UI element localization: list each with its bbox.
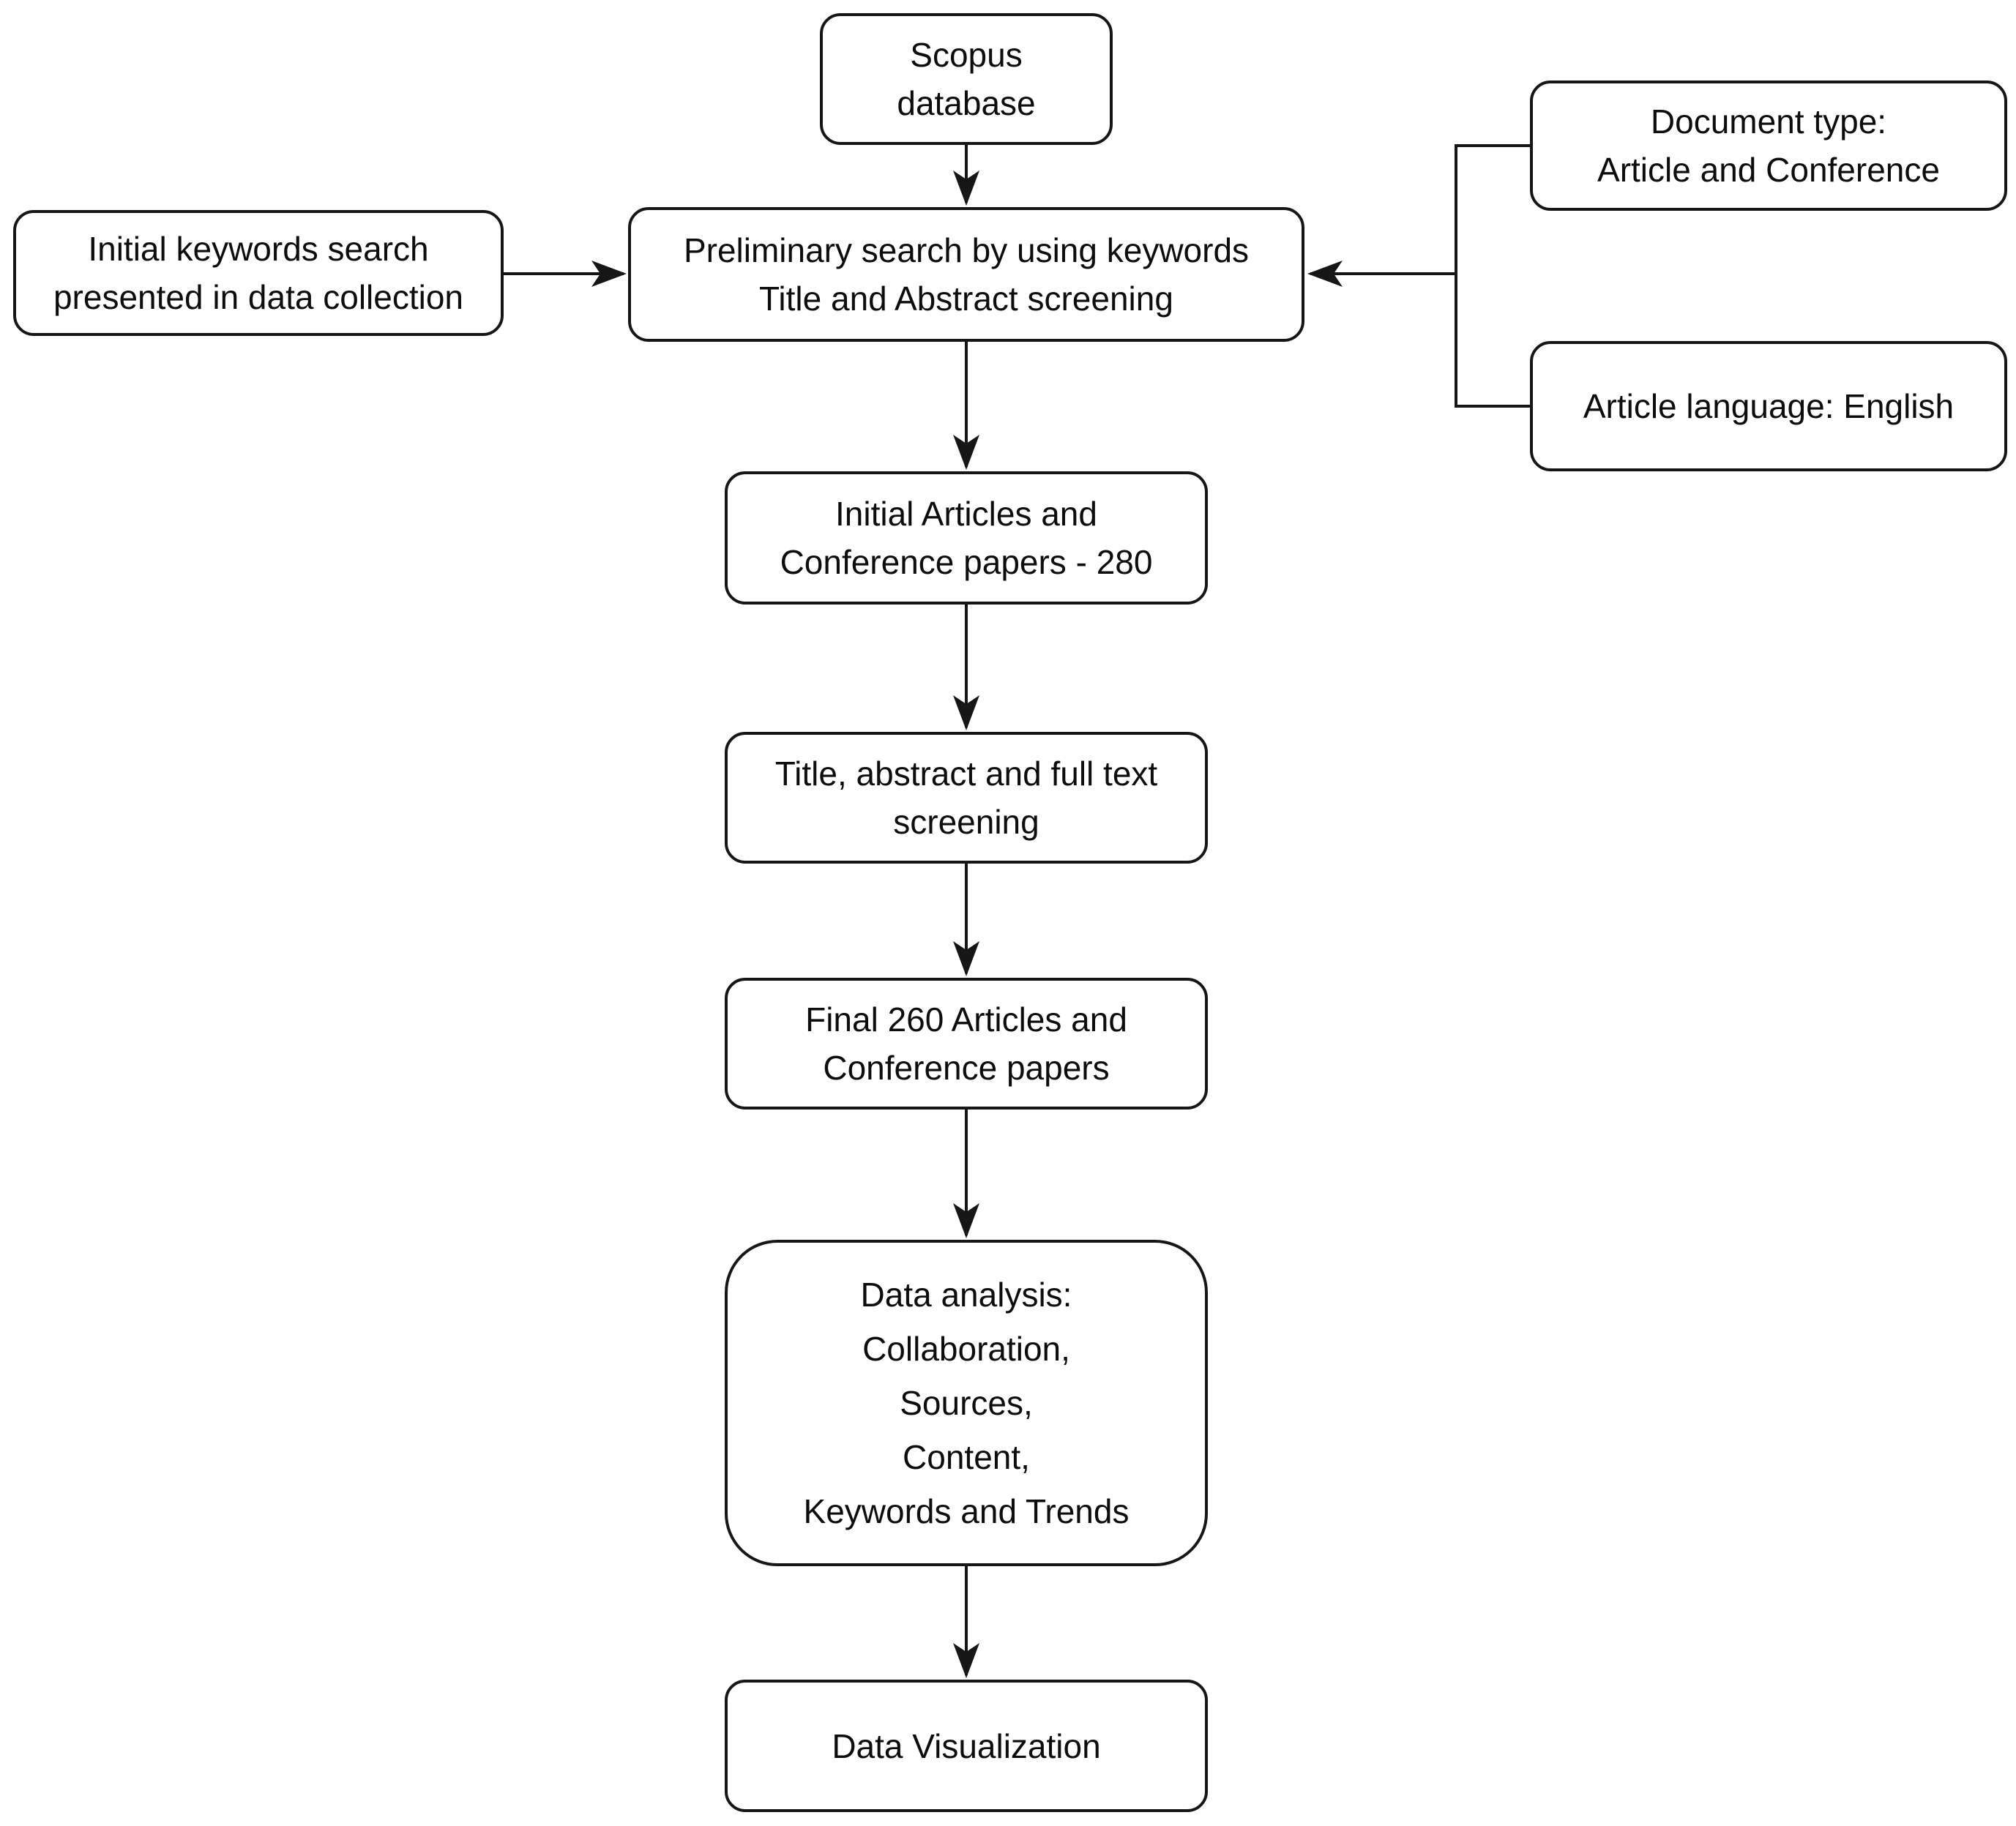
- node-fulltext-screening: Title, abstract and full text screening: [725, 732, 1208, 864]
- node-preliminary-search: Preliminary search by using keywords Tit…: [628, 207, 1304, 342]
- node-fulltext-screening-label: Title, abstract and full text screening: [774, 755, 1158, 841]
- node-initial-articles-count-label: Initial Articles and Conference papers -…: [780, 495, 1153, 581]
- node-document-type-filter-label: Document type: Article and Conference: [1597, 102, 1940, 189]
- node-final-articles-count: Final 260 Articles and Conference papers: [725, 978, 1208, 1110]
- node-scopus-database-label: Scopus database: [897, 36, 1036, 122]
- node-preliminary-search-label: Preliminary search by using keywords Tit…: [683, 231, 1250, 318]
- node-scopus-database: Scopus database: [820, 13, 1113, 145]
- node-data-analysis: Data analysis: Collaboration, Sources, C…: [725, 1240, 1208, 1566]
- node-data-visualization: Data Visualization: [725, 1680, 1208, 1812]
- bracket-filters: [1455, 144, 1530, 408]
- node-initial-keywords-search-label: Initial keywords search presented in dat…: [53, 230, 464, 316]
- node-article-language-filter: Article language: English: [1530, 341, 2007, 471]
- node-data-analysis-label: Data analysis: Collaboration, Sources, C…: [803, 1276, 1130, 1530]
- node-initial-articles-count: Initial Articles and Conference papers -…: [725, 471, 1208, 605]
- node-data-visualization-label: Data Visualization: [832, 1726, 1101, 1765]
- node-initial-keywords-search: Initial keywords search presented in dat…: [13, 210, 504, 336]
- node-document-type-filter: Document type: Article and Conference: [1530, 81, 2007, 211]
- node-final-articles-count-label: Final 260 Articles and Conference papers: [805, 1000, 1127, 1087]
- node-article-language-filter-label: Article language: English: [1583, 387, 1955, 425]
